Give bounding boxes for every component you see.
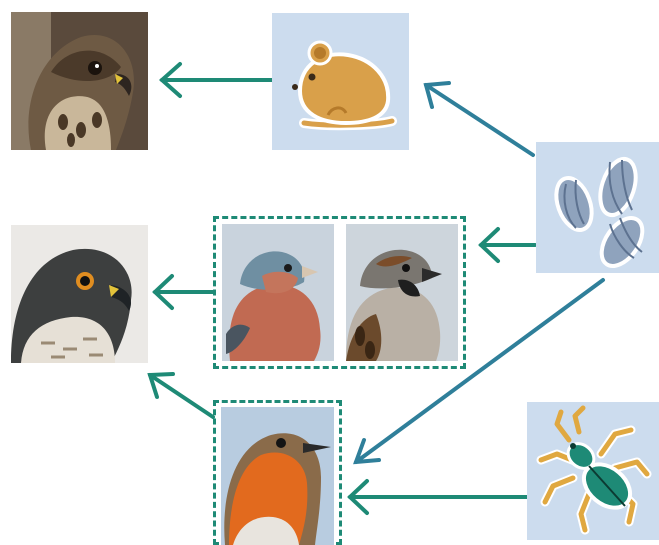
sparrowhawk-photo <box>11 225 148 363</box>
arrow-finches-to-sparrowhawk <box>155 276 213 308</box>
chaffinch-photo <box>222 224 334 361</box>
mouse-icon <box>272 13 409 150</box>
seeds-icon-tile <box>536 142 659 273</box>
beetle-icon-tile <box>527 402 659 540</box>
robin-photo <box>221 407 334 545</box>
house-sparrow-photo <box>346 224 458 361</box>
arrow-seeds-to-mouse <box>426 83 533 155</box>
arrow-seeds-to-finches <box>481 229 535 261</box>
arrow-mouse-to-merlin <box>162 64 272 96</box>
beetle-icon <box>527 402 659 540</box>
mouse-icon-tile <box>272 13 409 150</box>
arrow-beetle-to-robin <box>350 481 527 513</box>
seeds-icon <box>536 142 659 273</box>
arrow-robin-to-sparrowhawk <box>150 374 213 417</box>
merlin-falcon-photo <box>11 12 148 150</box>
